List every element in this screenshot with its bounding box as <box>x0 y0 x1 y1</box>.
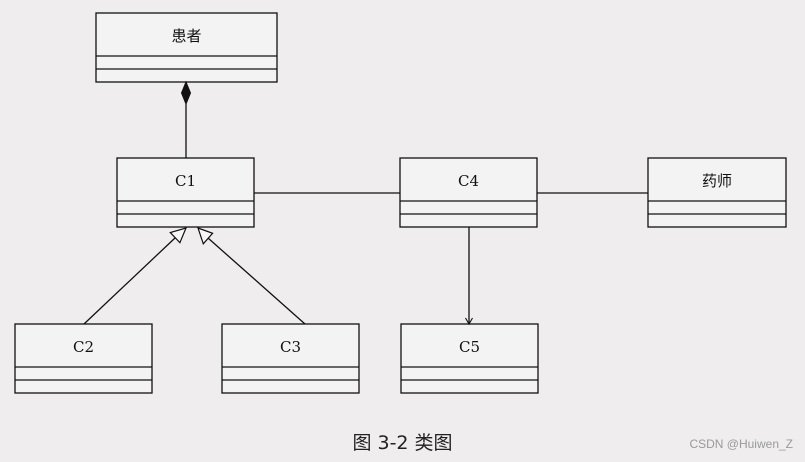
inheritance-triangle-icon <box>169 227 188 244</box>
class-name-c1: C1 <box>175 172 196 190</box>
figure-caption: 图 3-2 类图 <box>352 432 453 454</box>
directed-association-c4-c5 <box>465 227 473 326</box>
class-c2: C2 <box>14 323 153 394</box>
generalization-c2-c1 <box>83 227 188 325</box>
class-c3: C3 <box>221 323 360 394</box>
inheritance-triangle-icon <box>197 227 214 245</box>
class-pharmacist: 药师 <box>647 157 787 228</box>
composition-diamond-icon <box>180 80 192 106</box>
open-arrow-icon <box>465 317 473 326</box>
class-c1: C1 <box>116 157 255 228</box>
watermark: CSDN @Huiwen_Z <box>689 437 793 451</box>
class-name-c4: C4 <box>458 172 479 190</box>
class-name-c2: C2 <box>73 338 94 356</box>
class-name-pharmacist: 药师 <box>702 172 732 190</box>
class-name-c3: C3 <box>280 338 301 356</box>
class-name-patient: 患者 <box>171 27 201 45</box>
generalization-c3-c1 <box>197 227 306 325</box>
class-c4: C4 <box>399 157 538 228</box>
class-c5: C5 <box>400 323 539 394</box>
composition-c1-patient <box>180 80 192 158</box>
class-name-c5: C5 <box>459 338 480 356</box>
class-patient: 患者 <box>95 12 278 83</box>
